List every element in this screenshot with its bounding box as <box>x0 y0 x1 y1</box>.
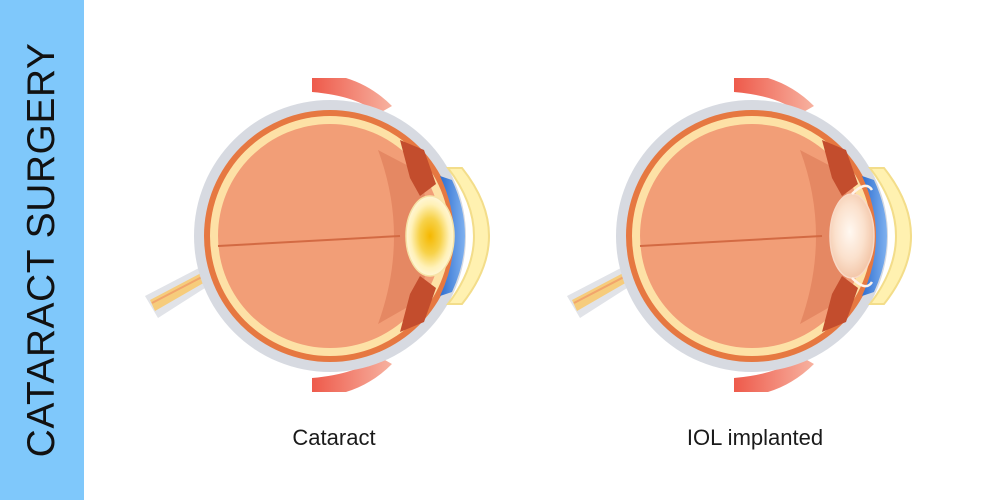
caption-iol-implanted: IOL implanted <box>686 425 824 450</box>
eye-diagrams <box>145 78 912 392</box>
iol-haptic-bottom <box>851 277 874 288</box>
cornea <box>445 167 490 305</box>
iris <box>440 176 465 296</box>
muscle-top <box>312 78 392 114</box>
iol-lens <box>829 193 875 279</box>
ciliary-body-bottom <box>400 276 436 332</box>
ciliary-body-top <box>400 140 436 196</box>
ciliary-body-top <box>822 140 858 196</box>
eye-cataract <box>145 78 490 392</box>
iol-haptic-top <box>851 184 874 195</box>
eye-iol <box>567 78 912 392</box>
cornea <box>867 167 912 305</box>
iris <box>862 176 887 296</box>
caption-cataract: Cataract <box>292 425 376 450</box>
ciliary-body-bottom <box>822 276 858 332</box>
muscle-top <box>734 78 814 114</box>
vitreous-body <box>218 124 442 348</box>
sidebar-banner: CATARACT SURGERY <box>0 0 84 500</box>
vitreous-body <box>640 124 864 348</box>
cataract-lens <box>405 195 455 277</box>
page-title: CATARACT SURGERY <box>20 42 63 458</box>
